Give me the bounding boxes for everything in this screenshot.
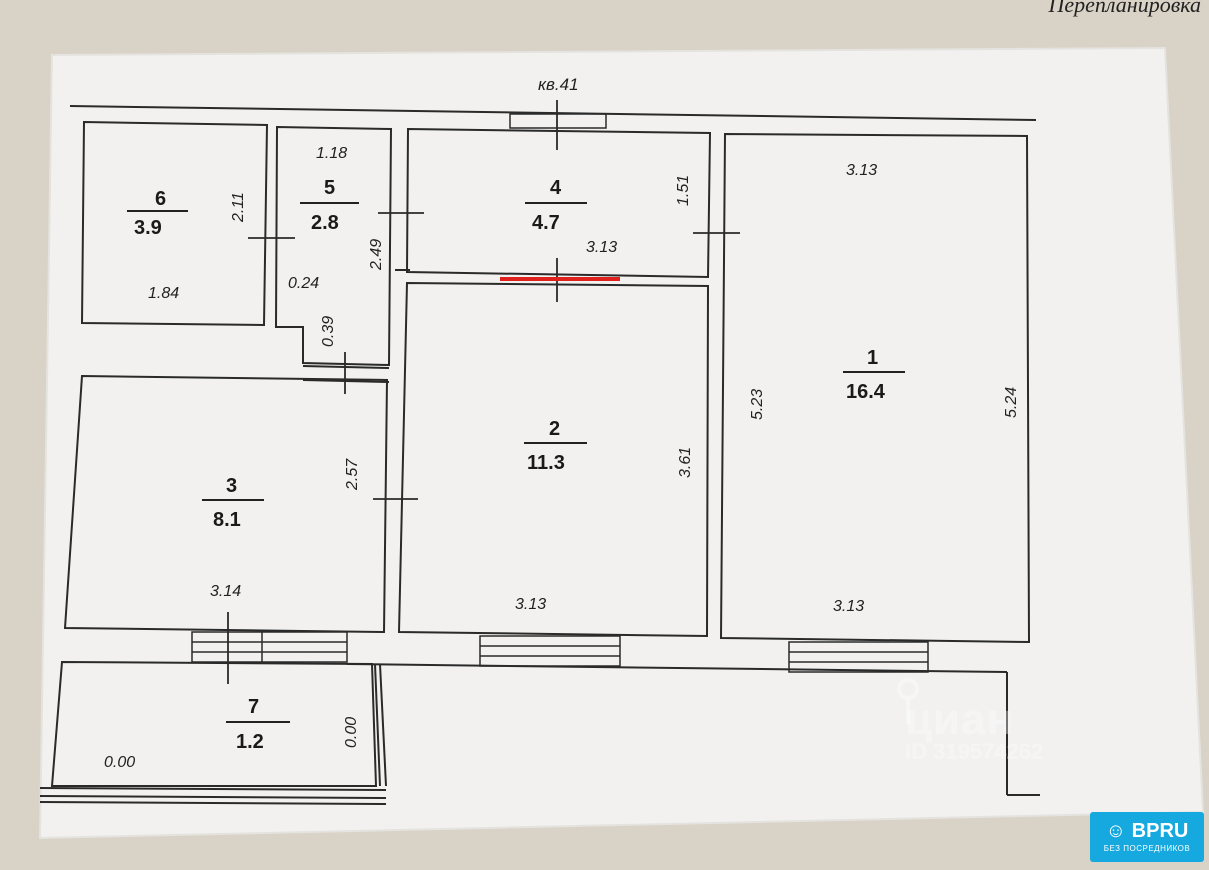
room-3-dim-width: 3.14 bbox=[210, 583, 241, 600]
badge-title: ☺ BPRU bbox=[1105, 820, 1189, 842]
room-7-dim-height: 0.00 bbox=[343, 717, 360, 748]
room-3-number: 3 bbox=[226, 475, 237, 497]
room-5-dim-passage: 0.39 bbox=[320, 316, 337, 347]
windows bbox=[191, 113, 929, 673]
room-4-number: 4 bbox=[550, 177, 562, 199]
room-4-dim-height: 1.51 bbox=[675, 175, 692, 206]
doors bbox=[227, 100, 740, 684]
room-5-dim-small: 0.24 bbox=[288, 275, 319, 292]
room-1-dim-bottom: 3.13 bbox=[833, 598, 864, 615]
people-icon: ☺ bbox=[1105, 820, 1127, 842]
room-1-outline bbox=[719, 132, 1031, 644]
room-2-area: 11.3 bbox=[527, 452, 565, 474]
room-2-number: 2 bbox=[549, 418, 560, 440]
watermark-brand: циан bbox=[905, 695, 1015, 744]
page-header: Перепланировка bbox=[1048, 0, 1202, 17]
room-1-dim-top: 3.13 bbox=[846, 162, 877, 179]
bpru-badge[interactable]: ☺ BPRU БЕЗ ПОСРЕДНИКОВ bbox=[1090, 812, 1204, 862]
room-5-dim-width: 1.18 bbox=[316, 145, 347, 162]
badge-subtitle: БЕЗ ПОСРЕДНИКОВ bbox=[1103, 844, 1191, 853]
room-4-area: 4.7 bbox=[532, 212, 560, 234]
room-3-area: 8.1 bbox=[213, 509, 241, 531]
room-5-number: 5 bbox=[324, 177, 335, 199]
apartment-label: кв.41 bbox=[538, 75, 579, 94]
room-3-dim-height: 2.57 bbox=[344, 458, 361, 491]
room-1-dim-left: 5.23 bbox=[749, 389, 766, 420]
room-2-dim-height: 3.61 bbox=[677, 447, 694, 478]
room-4-outline bbox=[405, 127, 712, 279]
room-6-dim-width: 1.84 bbox=[148, 285, 179, 302]
room-5-dim-height: 2.49 bbox=[368, 239, 385, 271]
room-6-outline bbox=[80, 120, 269, 327]
room-2-outline bbox=[397, 281, 710, 638]
room-2-dim-width: 3.13 bbox=[515, 596, 546, 613]
room-1-area: 16.4 bbox=[846, 381, 886, 403]
location-pin-icon bbox=[897, 678, 920, 724]
room-1-dim-right: 5.24 bbox=[1003, 387, 1020, 418]
room-5-area: 2.8 bbox=[311, 212, 339, 234]
watermark-id: ID 319574262 bbox=[905, 739, 1044, 764]
room-7-outline bbox=[50, 660, 378, 787]
room-7-dim-width: 0.00 bbox=[104, 754, 135, 771]
room-7-number: 7 bbox=[248, 696, 259, 718]
room-4-dim-width: 3.13 bbox=[586, 239, 617, 256]
room-3-outline bbox=[63, 374, 389, 634]
walls bbox=[39, 105, 1040, 805]
room-7-area: 1.2 bbox=[236, 731, 264, 753]
room-6-dim-height: 2.11 bbox=[230, 192, 247, 223]
watermark: циан ID 319574262 bbox=[875, 695, 1043, 765]
room-6-area: 3.9 bbox=[134, 217, 162, 239]
room-1-number: 1 bbox=[867, 347, 878, 369]
room-6-number: 6 bbox=[155, 188, 166, 210]
room-5-outline bbox=[274, 125, 393, 367]
